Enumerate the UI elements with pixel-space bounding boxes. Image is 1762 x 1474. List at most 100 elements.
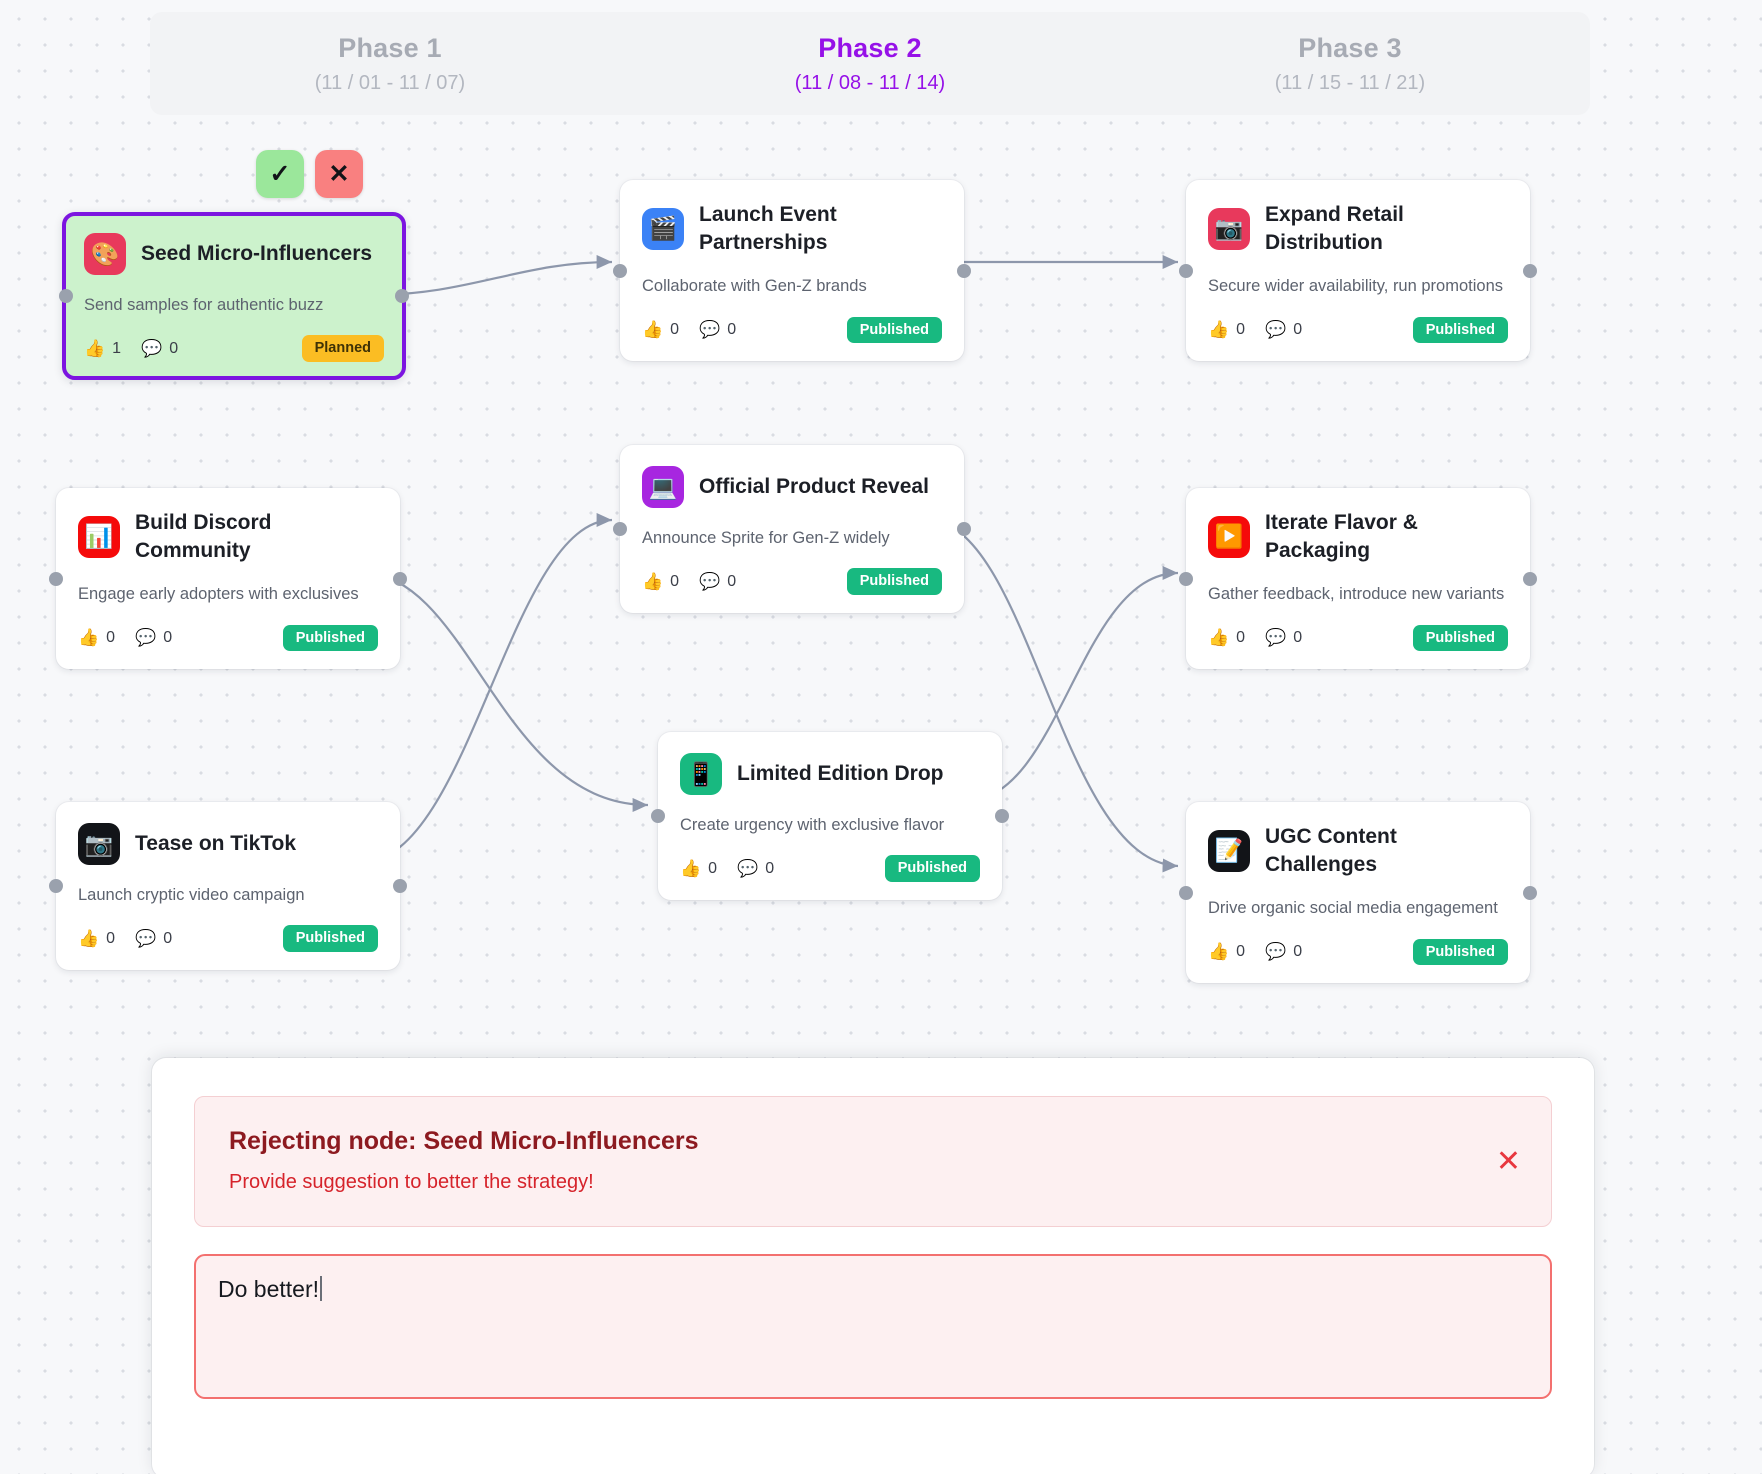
thumbs-up-icon: 👍 [680,859,702,879]
comment-icon: 💬 [699,320,721,340]
like-count[interactable]: 👍0 [78,929,116,949]
node-description: Announce Sprite for Gen-Z widely [642,529,890,547]
node-header: 📷 Tease on TikTok [78,823,378,865]
phase-1-range: (11 / 01 - 11 / 07) [314,71,466,94]
accept-node-button[interactable]: ✓ [256,150,304,198]
alert-subtitle: Provide suggestion to better the strateg… [229,1171,594,1193]
handle-left[interactable] [651,808,665,823]
node-description: Engage early adopters with exclusives [78,585,359,604]
node-header: 💻 Official Product Reveal [642,466,942,508]
node-footer: 👍0 💬0 Published [1208,316,1508,344]
node-header: 📊 Build Discord Community [78,509,378,564]
handle-left[interactable] [1179,885,1193,900]
phase-column-1: Phase 1 (11 / 01 - 11 / 07) [150,33,630,95]
node-footer: 👍0 💬0 Published [1208,938,1508,966]
handle-right[interactable] [1523,571,1537,586]
node-description: Drive organic social media engagement [1208,899,1498,918]
thumbs-up-icon: 👍 [84,339,106,359]
handle-left[interactable] [613,521,627,536]
like-count[interactable]: 👍0 [642,572,680,592]
like-count[interactable]: 👍0 [1208,942,1246,962]
comment-count[interactable]: 💬0 [141,339,179,359]
node-title: UGC Content Challenges [1265,825,1397,876]
node-footer: 👍1 💬0 Planned [84,335,384,362]
thumbs-up-icon: 👍 [1208,320,1230,340]
handle-left[interactable] [49,878,63,893]
node-action-buttons: ✓ ✕ [256,150,363,198]
node-launch-event-partnerships[interactable]: 🎬 Launch Event Partnerships Collaborate … [613,180,971,362]
mobile-phone-icon: 📱 [680,753,722,795]
node-official-product-reveal[interactable]: 💻 Official Product Reveal Announce Sprit… [613,445,971,613]
comment-count[interactable]: 💬0 [1265,320,1303,340]
handle-right[interactable] [1523,263,1537,278]
handle-left[interactable] [613,263,627,278]
node-seed-micro-influencers[interactable]: 🎨 Seed Micro-Influencers Send samples fo… [59,212,409,380]
like-count[interactable]: 👍0 [78,628,116,648]
node-header: 📝 UGC Content Challenges [1208,823,1508,878]
like-count[interactable]: 👍0 [680,859,718,879]
node-ugc-content-challenges[interactable]: 📝 UGC Content Challenges Drive organic s… [1179,802,1537,984]
status-badge: Published [282,925,378,952]
node-footer: 👍0 💬0 Published [78,624,378,652]
node-footer: 👍0 💬0 Published [1208,624,1508,652]
camera-icon: 📷 [78,823,120,865]
status-badge: Published [1412,938,1508,966]
comment-count[interactable]: 💬0 [699,572,737,592]
like-count[interactable]: 👍0 [1208,628,1246,648]
handle-right[interactable] [1523,885,1537,900]
status-badge: Published [1412,624,1508,652]
comment-icon: 💬 [141,339,163,359]
comment-count[interactable]: 💬0 [699,320,737,340]
status-badge: Published [884,855,980,882]
comment-icon: 💬 [1265,942,1287,962]
handle-right[interactable] [393,878,407,893]
feedback-input[interactable]: Do better! [194,1254,1552,1399]
comment-count[interactable]: 💬0 [135,929,173,949]
handle-right[interactable] [395,288,409,303]
like-count[interactable]: 👍0 [642,320,680,340]
handle-right[interactable] [393,571,407,586]
node-description: Create urgency with exclusive flavor [680,816,945,834]
like-count[interactable]: 👍1 [84,339,122,359]
node-title: Iterate Flavor & Packaging [1265,511,1418,562]
node-limited-edition-drop[interactable]: 📱 Limited Edition Drop Create urgency wi… [651,732,1009,900]
node-expand-retail-distribution[interactable]: 📷 Expand Retail Distribution Secure wide… [1179,180,1537,362]
node-header: 📱 Limited Edition Drop [680,753,980,795]
node-title: Build Discord Community [135,511,272,562]
node-header: 🎬 Launch Event Partnerships [642,201,942,256]
comment-count[interactable]: 💬0 [737,859,775,879]
handle-right[interactable] [957,521,971,536]
handle-right[interactable] [995,808,1009,823]
node-description: Gather feedback, introduce new variants [1208,585,1505,604]
phase-header-bar: Phase 1 (11 / 01 - 11 / 07) Phase 2 (11 … [150,12,1590,115]
node-footer: 👍0 💬0 Published [642,568,942,595]
node-title: Launch Event Partnerships [699,203,837,254]
reject-node-button[interactable]: ✕ [315,150,363,198]
thumbs-up-icon: 👍 [642,320,664,340]
comment-icon: 💬 [1265,320,1287,340]
node-build-discord-community[interactable]: 📊 Build Discord Community Engage early a… [49,488,407,670]
node-iterate-flavor-packaging[interactable]: ▶️ Iterate Flavor & Packaging Gather fee… [1179,488,1537,670]
phase-column-3: Phase 3 (11 / 15 - 11 / 21) [1110,33,1590,95]
phase-1-name: Phase 1 [338,32,442,63]
comment-count[interactable]: 💬0 [1265,628,1303,648]
camera-icon: 📷 [1208,207,1250,250]
handle-left[interactable] [49,571,63,586]
handle-left[interactable] [1179,571,1193,586]
node-title: Tease on TikTok [135,832,297,856]
node-title: Expand Retail Distribution [1265,203,1404,254]
node-tease-on-tiktok[interactable]: 📷 Tease on TikTok Launch cryptic video c… [49,802,407,970]
node-header: 📷 Expand Retail Distribution [1208,201,1508,256]
close-icon[interactable]: ✕ [1495,1144,1521,1178]
node-title: Limited Edition Drop [737,762,944,786]
node-description: Send samples for authentic buzz [84,296,324,314]
handle-left[interactable] [59,288,73,303]
edge-seed-to-launch [371,254,613,297]
node-footer: 👍0 💬0 Published [78,925,378,952]
handle-right[interactable] [957,263,971,278]
like-count[interactable]: 👍0 [1208,320,1246,340]
handle-left[interactable] [1179,263,1193,278]
comment-count[interactable]: 💬0 [135,628,173,648]
comment-count[interactable]: 💬0 [1265,942,1303,962]
